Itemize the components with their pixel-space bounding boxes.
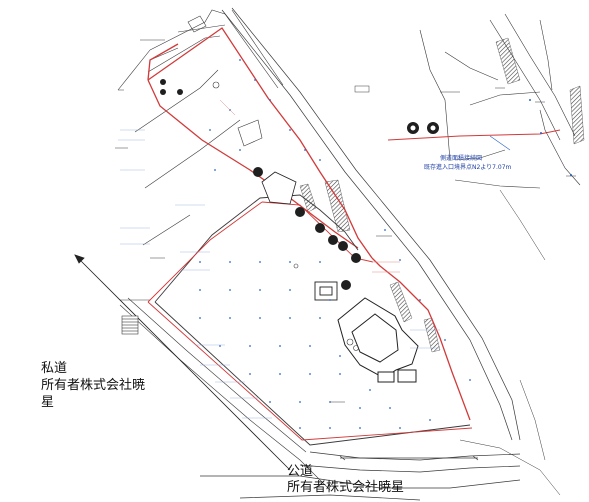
parcel-number-marks bbox=[115, 39, 392, 403]
site-boundary bbox=[147, 27, 471, 421]
tree-symbol-icon bbox=[160, 79, 361, 290]
building-outline bbox=[154, 194, 471, 446]
stair-steps bbox=[121, 315, 139, 335]
direction-arrow-icon bbox=[74, 254, 85, 264]
fence-hatching bbox=[299, 179, 441, 353]
survey-annotations bbox=[118, 99, 440, 419]
public-road-label-line1: 公道 bbox=[287, 464, 314, 479]
inset-key-plan bbox=[354, 13, 585, 189]
inset-note-line2: 既存進入口境界点N2より7.07m bbox=[424, 164, 512, 171]
east-road-lines bbox=[221, 7, 521, 441]
private-road-label-line1: 私道 bbox=[41, 361, 68, 376]
survey-points bbox=[199, 59, 471, 429]
private-road bbox=[74, 254, 331, 491]
east-edge-lines bbox=[459, 189, 561, 496]
private-road-label-line3: 星 bbox=[41, 395, 55, 410]
upper-shed bbox=[187, 15, 263, 147]
public-road-label-line2: 所有者株式会社暁星 bbox=[287, 480, 405, 495]
inset-note-line1: 側道面積接続図 bbox=[440, 155, 483, 162]
shrub-icon bbox=[212, 81, 359, 351]
existing-building bbox=[337, 297, 419, 383]
public-road bbox=[200, 451, 521, 501]
private-road-label-line2: 所有者株式会社暁 bbox=[41, 378, 146, 393]
lot-boundary-red bbox=[147, 201, 473, 441]
neighbor-parcels bbox=[117, 9, 284, 301]
north-structure bbox=[261, 171, 297, 205]
small-structure bbox=[314, 281, 338, 301]
